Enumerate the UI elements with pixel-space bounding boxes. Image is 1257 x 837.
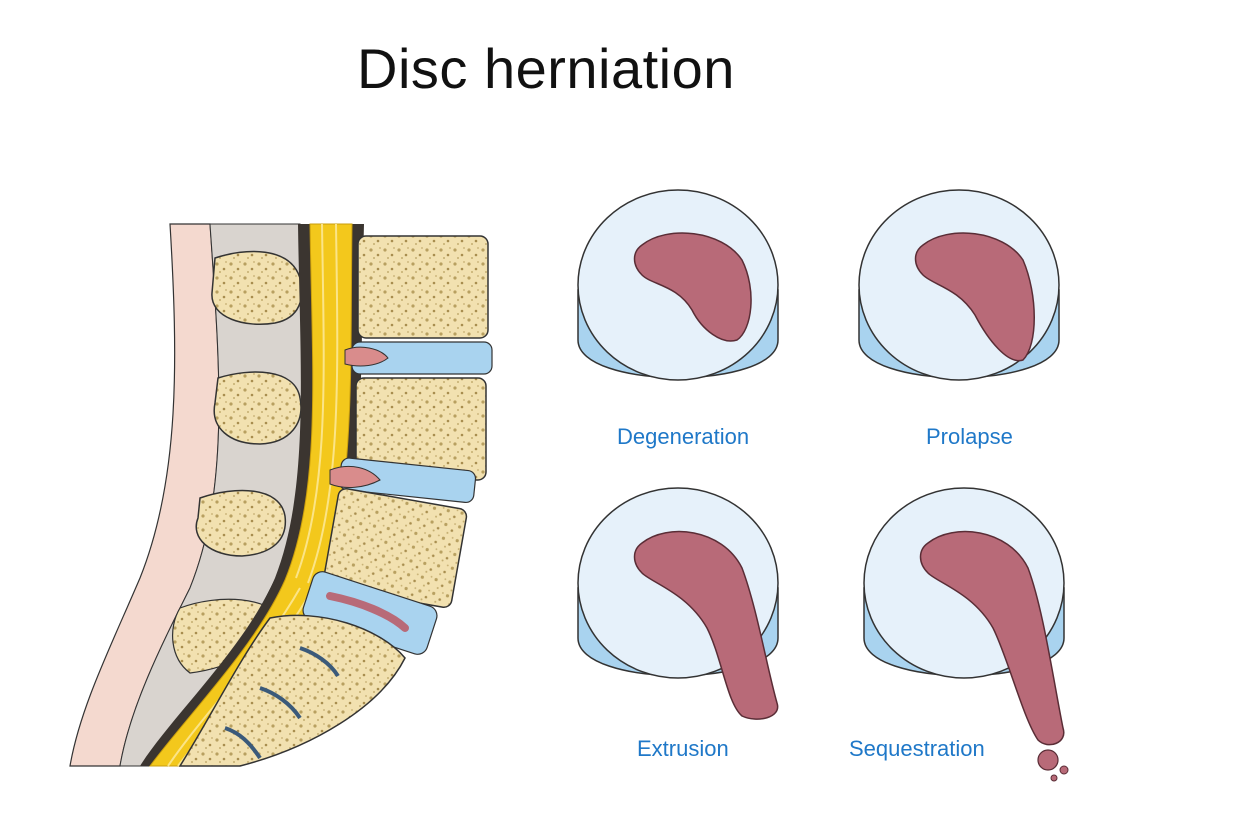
disc-degeneration-illustration [577, 189, 779, 381]
label-sequestration: Sequestration [849, 736, 985, 761]
disc-prolapse-illustration [858, 189, 1060, 381]
page-title: Disc herniation [357, 37, 735, 100]
sacrum [178, 614, 406, 767]
spinous-process-3 [195, 489, 287, 557]
label-prolapse: Prolapse [926, 424, 1013, 449]
disc-extrusion-illustration [577, 487, 779, 720]
disc-sequestration-illustration [863, 487, 1069, 782]
label-extrusion: Extrusion [637, 736, 729, 761]
label-degeneration: Degeneration [617, 424, 750, 449]
spinous-process-1 [211, 250, 303, 325]
vertebral-body-1 [357, 235, 489, 339]
lumbar-spine-illustration [69, 223, 493, 767]
spinous-process-2 [213, 371, 302, 445]
